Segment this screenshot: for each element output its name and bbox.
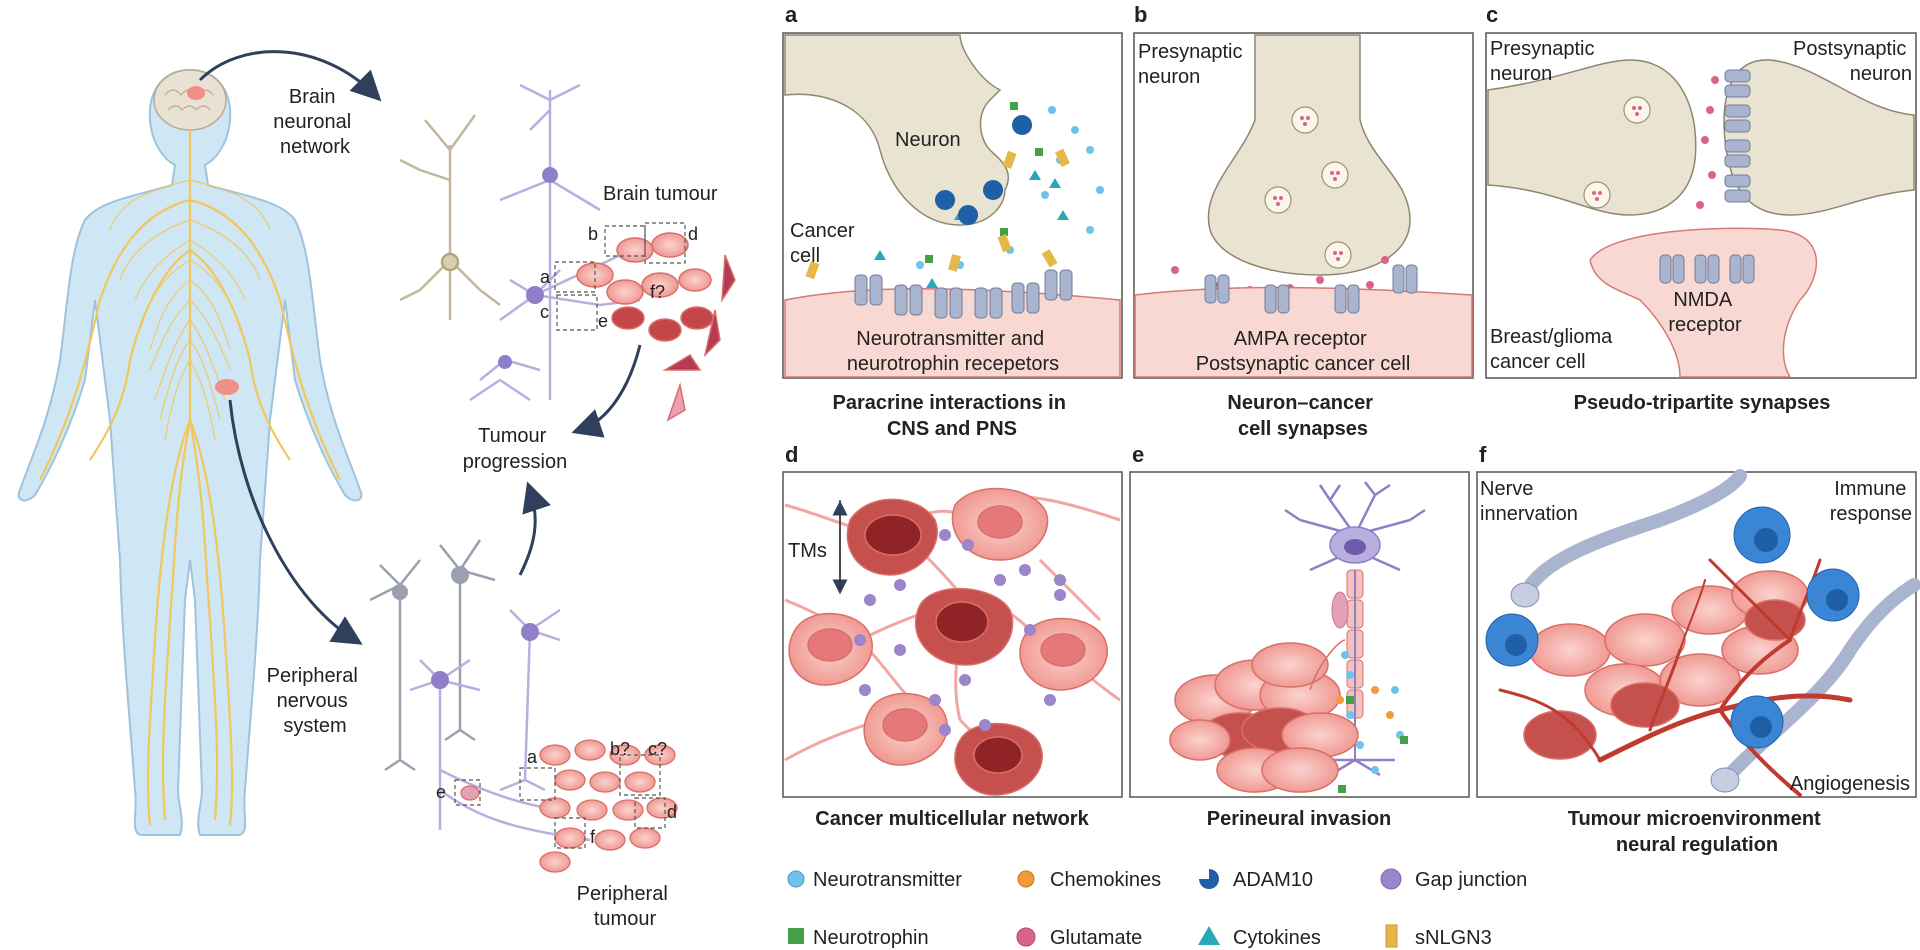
svg-text:d: d <box>667 802 677 822</box>
svg-text:Neurotrophin: Neurotrophin <box>813 927 929 949</box>
panel-b-presynaptic-label: Presynaptic neuron <box>1138 41 1248 88</box>
svg-text:sNLGN3: sNLGN3 <box>1415 927 1492 949</box>
panel-b-letter: b <box>1134 2 1147 27</box>
panel-e-caption: Perineural invasion <box>1207 808 1392 830</box>
arrow-progression-bottom <box>518 481 551 576</box>
brain-network-label: Brain neuronal network <box>273 86 356 158</box>
panel-f-letter: f <box>1479 442 1487 467</box>
svg-text:e: e <box>598 311 608 331</box>
arrow-pns <box>228 399 363 645</box>
svg-text:c: c <box>540 302 549 322</box>
panel-a: Neuron Cancer cell Neurotransmitter and … <box>782 32 1123 379</box>
panel-b: Presynaptic neuron AMPA receptor Postsyn… <box>1133 32 1474 379</box>
panel-c-letter: c <box>1486 2 1498 27</box>
brain-tumour-label: Brain tumour <box>603 183 718 205</box>
brain-inset-boxes <box>554 222 686 331</box>
svg-text:Cytokines: Cytokines <box>1233 927 1321 949</box>
human-body <box>17 68 363 836</box>
peripheral-tumour-label: Peripheral tumour <box>577 883 674 930</box>
peripheral-inset-boxes <box>454 754 666 849</box>
legend-item-gap-junction: Gap junction <box>1380 868 1527 891</box>
panel-b-caption: Neuron–cancer cell synapses <box>1227 392 1378 440</box>
arrow-progression-top <box>571 344 642 438</box>
molecules-a <box>805 102 1104 288</box>
panel-c-caption: Pseudo-tripartite synapses <box>1574 392 1831 414</box>
peripheral-tumour-cells <box>460 739 678 873</box>
panel-b-receptor-label: AMPA receptor Postsynaptic cancer cell <box>1196 328 1411 375</box>
panel-f: Nerve innervation Immune response Angiog… <box>1476 469 1920 798</box>
panel-a-cancer-label: Cancer cell <box>790 220 860 267</box>
legend-item-cytokines: Cytokines <box>1198 926 1321 949</box>
panel-d-caption: Cancer multicellular network <box>815 808 1089 830</box>
svg-text:b?: b? <box>610 739 630 759</box>
svg-text:b: b <box>588 224 598 244</box>
brain-tumour-cells <box>576 232 736 422</box>
peripheral-neurons <box>369 539 591 842</box>
panel-c-nmda-label: NMDA receptor <box>1668 289 1742 336</box>
svg-text:Gap junction: Gap junction <box>1415 869 1527 891</box>
svg-text:f?: f? <box>650 282 665 302</box>
panel-f-nerve-label: Nerve innervation <box>1480 478 1578 525</box>
panel-a-letter: a <box>785 2 798 27</box>
panel-c-postsynaptic-label: Postsynaptic neuron <box>1793 38 1912 85</box>
tumour-progression-label: Tumour progression <box>463 425 568 473</box>
brain-tumour-dot <box>187 86 205 100</box>
svg-text:Chemokines: Chemokines <box>1050 869 1161 891</box>
brain-inset-labels: b d a c e f? <box>540 224 698 331</box>
legend-item-neurotransmitter: Neurotransmitter <box>787 869 962 891</box>
panel-a-neuron-label: Neuron <box>895 129 961 151</box>
peripheral-tumour-dot <box>215 379 239 395</box>
panel-c-cancer-label: Breast/glioma cancer cell <box>1490 326 1618 373</box>
panel-c: Presynaptic neuron Postsynaptic neuron N… <box>1485 32 1917 379</box>
panel-c-presynaptic-label: Presynaptic neuron <box>1490 38 1600 85</box>
legend-item-glutamate: Glutamate <box>1016 927 1142 949</box>
legend-item-chemokines: Chemokines <box>1017 869 1161 891</box>
panel-e <box>1129 471 1470 798</box>
legend: Neurotransmitter Chemokines ADAM10 Gap j… <box>787 868 1527 949</box>
legend-item-neurotrophin: Neurotrophin <box>788 927 929 949</box>
panel-a-receptors-label: Neurotransmitter and neurotrophin recepe… <box>847 328 1059 375</box>
panel-e-letter: e <box>1132 442 1144 467</box>
receptors-a <box>854 269 1073 319</box>
svg-text:Glutamate: Glutamate <box>1050 927 1142 949</box>
svg-text:c?: c? <box>648 739 667 759</box>
panel-f-immune-label: Immune response <box>1830 478 1912 525</box>
svg-text:ADAM10: ADAM10 <box>1233 869 1313 891</box>
panel-d-tms-label: TMs <box>788 540 827 562</box>
svg-text:Neurotransmitter: Neurotransmitter <box>813 869 962 891</box>
panel-f-angio-label: Angiogenesis <box>1790 773 1910 795</box>
svg-text:d: d <box>688 224 698 244</box>
panel-f-caption: Tumour microenvironment neural regulatio… <box>1568 808 1827 856</box>
legend-item-snlgn3: sNLGN3 <box>1385 924 1492 949</box>
svg-text:f: f <box>590 827 596 847</box>
legend-item-adam10: ADAM10 <box>1199 869 1313 891</box>
svg-text:a: a <box>540 267 551 287</box>
panel-d-letter: d <box>785 442 798 467</box>
pns-label: Peripheral nervous system <box>267 665 364 737</box>
svg-text:a: a <box>527 747 538 767</box>
arrow-brain <box>198 50 382 102</box>
peripheral-inset-labels: a b? c? d e f <box>436 739 677 847</box>
brain-neurons <box>399 83 641 402</box>
svg-text:e: e <box>436 782 446 802</box>
panel-d: TMs <box>782 471 1123 798</box>
panel-a-caption: Paracrine interactions in CNS and PNS <box>833 392 1072 440</box>
